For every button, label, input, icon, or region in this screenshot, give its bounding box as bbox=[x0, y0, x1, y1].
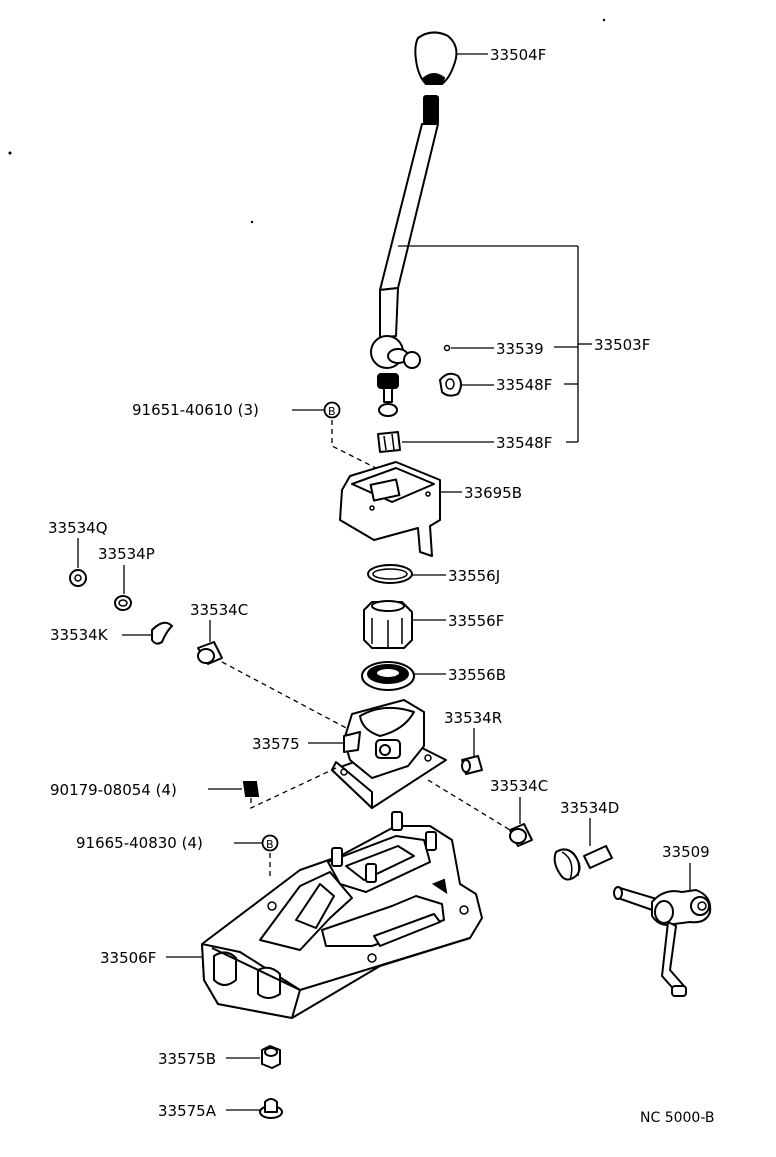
label-33534P: 33534P bbox=[98, 545, 155, 563]
seat-ring bbox=[361, 661, 446, 691]
label-33534C-right: 33534C bbox=[490, 777, 548, 795]
bush-33575B bbox=[261, 1045, 281, 1069]
ring-33534Q bbox=[69, 569, 87, 587]
bolt-callout-upper: B bbox=[323, 401, 341, 419]
label-33695B: 33695B bbox=[464, 484, 522, 502]
label-91665-40830: 91665-40830 (4) bbox=[76, 834, 203, 852]
label-33504F: 33504F bbox=[490, 46, 546, 64]
case-33506F bbox=[201, 811, 483, 1019]
label-33575: 33575 bbox=[252, 735, 300, 753]
bolt-callout-lower: B bbox=[261, 834, 279, 852]
label-33539: 33539 bbox=[496, 340, 544, 358]
label-33556F: 33556F bbox=[448, 612, 504, 630]
label-33575B: 33575B bbox=[158, 1050, 216, 1068]
bushing-upper bbox=[439, 372, 494, 397]
shift-lever-33509 bbox=[613, 886, 712, 997]
label-33548F-lower: 33548F bbox=[496, 434, 552, 452]
collar-left bbox=[197, 641, 223, 665]
label-33509: 33509 bbox=[662, 843, 710, 861]
lever-assembly-bracket bbox=[398, 245, 592, 443]
label-33556B: 33556B bbox=[448, 666, 506, 684]
collar-33534R bbox=[461, 755, 483, 775]
label-33556J: 33556J bbox=[448, 567, 500, 585]
label-33534Q: 33534Q bbox=[48, 519, 108, 537]
label-90179-08054: 90179-08054 (4) bbox=[50, 781, 177, 799]
label-33503F: 33503F bbox=[594, 336, 650, 354]
clip-33534K bbox=[151, 621, 173, 645]
bush-33575A bbox=[259, 1098, 283, 1119]
ring-33534P bbox=[114, 595, 132, 611]
label-33534R: 33534R bbox=[444, 709, 502, 727]
label-91651-40610: 91651-40610 (3) bbox=[132, 401, 259, 419]
pin-33539 bbox=[443, 344, 494, 352]
label-33534K: 33534K bbox=[50, 626, 109, 644]
shift-knob bbox=[414, 31, 488, 85]
housing-33575 bbox=[331, 699, 447, 809]
shift-lever-rod bbox=[370, 95, 439, 417]
collar-right bbox=[509, 823, 533, 847]
label-33534C-left: 33534C bbox=[190, 601, 248, 619]
label-33506F: 33506F bbox=[100, 949, 156, 967]
label-33548F-upper: 33548F bbox=[496, 376, 552, 394]
snap-ring bbox=[367, 564, 446, 584]
bushing-lower bbox=[377, 431, 494, 453]
label-33575A: 33575A bbox=[158, 1102, 217, 1120]
retainer-plate bbox=[339, 461, 462, 557]
svg-text:B: B bbox=[328, 405, 336, 418]
diagram-code: NC 5000-B bbox=[640, 1110, 714, 1126]
svg-text:B: B bbox=[266, 838, 274, 851]
nut-lower bbox=[242, 781, 260, 797]
spring-33534D bbox=[553, 845, 613, 881]
label-33534D: 33534D bbox=[560, 799, 619, 817]
seat bbox=[363, 600, 446, 649]
